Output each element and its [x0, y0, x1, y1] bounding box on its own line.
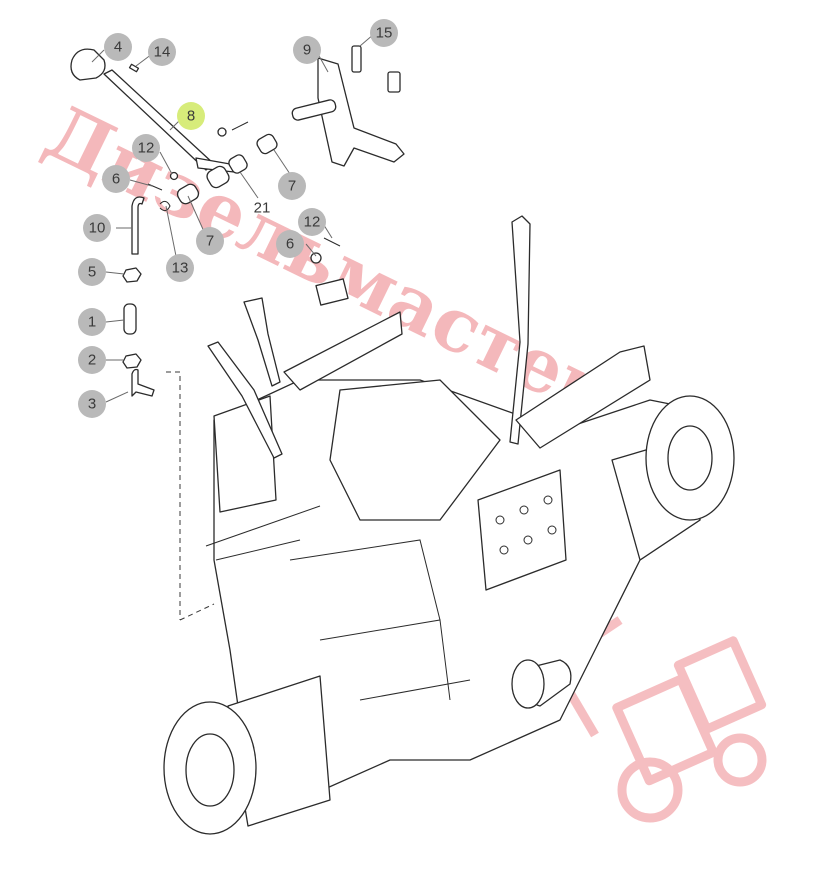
callout-8[interactable]: 8	[177, 102, 205, 130]
transmission-housing	[163, 215, 735, 835]
pto-flange	[511, 659, 545, 709]
plate-hole	[547, 525, 557, 535]
callout-label: 10	[89, 220, 106, 237]
callout-9[interactable]: 9	[293, 36, 321, 64]
split-pin	[147, 183, 163, 191]
bushing-mid	[228, 154, 248, 174]
washer-mid	[310, 252, 322, 264]
callout-label: 12	[304, 214, 321, 231]
bushing-upper	[206, 165, 230, 189]
hex-nut-lower	[122, 353, 142, 369]
callout-4[interactable]: 4	[104, 33, 132, 61]
housing-rib	[359, 679, 471, 701]
callout-7-right[interactable]: 7	[278, 172, 306, 200]
callout-1[interactable]: 1	[78, 308, 106, 336]
housing-rib	[319, 619, 451, 701]
callout-7[interactable]: 7	[196, 227, 224, 255]
callout-6-mid[interactable]: 6	[276, 230, 304, 258]
clip-ring	[159, 200, 171, 212]
washer	[217, 127, 227, 137]
callout-10[interactable]: 10	[83, 214, 111, 242]
callout-13[interactable]: 13	[166, 254, 194, 282]
shift-lever-left-2	[207, 341, 283, 459]
callout-label: 9	[303, 42, 311, 59]
callout-14[interactable]: 14	[148, 38, 176, 66]
mounting-bracket	[317, 57, 405, 167]
shift-lever-right	[509, 215, 531, 445]
callout-label: 4	[114, 39, 122, 56]
callout-label: 14	[154, 44, 171, 61]
cotter-pin-mid	[323, 237, 341, 247]
bracket-assembly	[291, 45, 405, 167]
callout-label: 1	[88, 314, 96, 331]
plate-hole	[519, 505, 529, 515]
pto-arm	[515, 345, 651, 449]
bolt-long	[351, 45, 362, 73]
linkage-rod	[205, 505, 321, 547]
callout-label: 7	[206, 233, 214, 250]
cylinder-pin	[123, 303, 137, 335]
shift-lever-left	[243, 297, 281, 387]
gearbox-centre	[329, 379, 501, 521]
callout-label: 12	[138, 140, 155, 157]
plate-hole	[495, 515, 505, 525]
callout-label: 7	[288, 178, 296, 195]
washer-small	[169, 171, 179, 181]
callout-label: 13	[172, 260, 189, 277]
callouts: 4 14 8 12 6 10 13 7 5 1 2	[78, 19, 398, 418]
bracket-shaft	[291, 99, 337, 121]
assembly-dashed-line-2	[179, 603, 215, 621]
callout-12[interactable]: 12	[132, 134, 160, 162]
plate-hole	[523, 535, 533, 545]
plate-hole	[543, 495, 553, 505]
callout-5[interactable]: 5	[78, 258, 106, 286]
callout-label: 8	[187, 108, 195, 125]
linkage-rod-2	[215, 539, 301, 561]
callout-label: 3	[88, 396, 96, 413]
bolt-short	[387, 71, 401, 93]
hex-nut	[122, 267, 142, 283]
callout-label: 2	[88, 352, 96, 369]
callout-label: 5	[88, 264, 96, 281]
label-21: 21	[254, 200, 271, 217]
bushing-lower	[176, 183, 200, 205]
bushing-right	[256, 133, 278, 155]
l-rod	[131, 368, 155, 397]
plate-hole	[499, 545, 509, 555]
small-pin	[128, 63, 140, 73]
housing-rib	[289, 539, 441, 621]
callout-2[interactable]: 2	[78, 346, 106, 374]
callout-3[interactable]: 3	[78, 390, 106, 418]
left-axle-hub	[185, 733, 235, 807]
callout-15[interactable]: 15	[370, 19, 398, 47]
assembly-dashed-line	[166, 371, 181, 620]
side-plate	[213, 395, 277, 513]
right-axle-hub	[667, 425, 713, 491]
cotter-pin	[231, 121, 249, 131]
pedal-pad	[315, 278, 349, 306]
callout-12-mid[interactable]: 12	[298, 208, 326, 236]
callout-label: 6	[112, 171, 120, 188]
callout-label: 6	[286, 236, 294, 253]
callout-6[interactable]: 6	[102, 165, 130, 193]
l-pin	[131, 196, 145, 255]
callout-label: 15	[376, 25, 393, 42]
top-cover	[283, 311, 403, 391]
